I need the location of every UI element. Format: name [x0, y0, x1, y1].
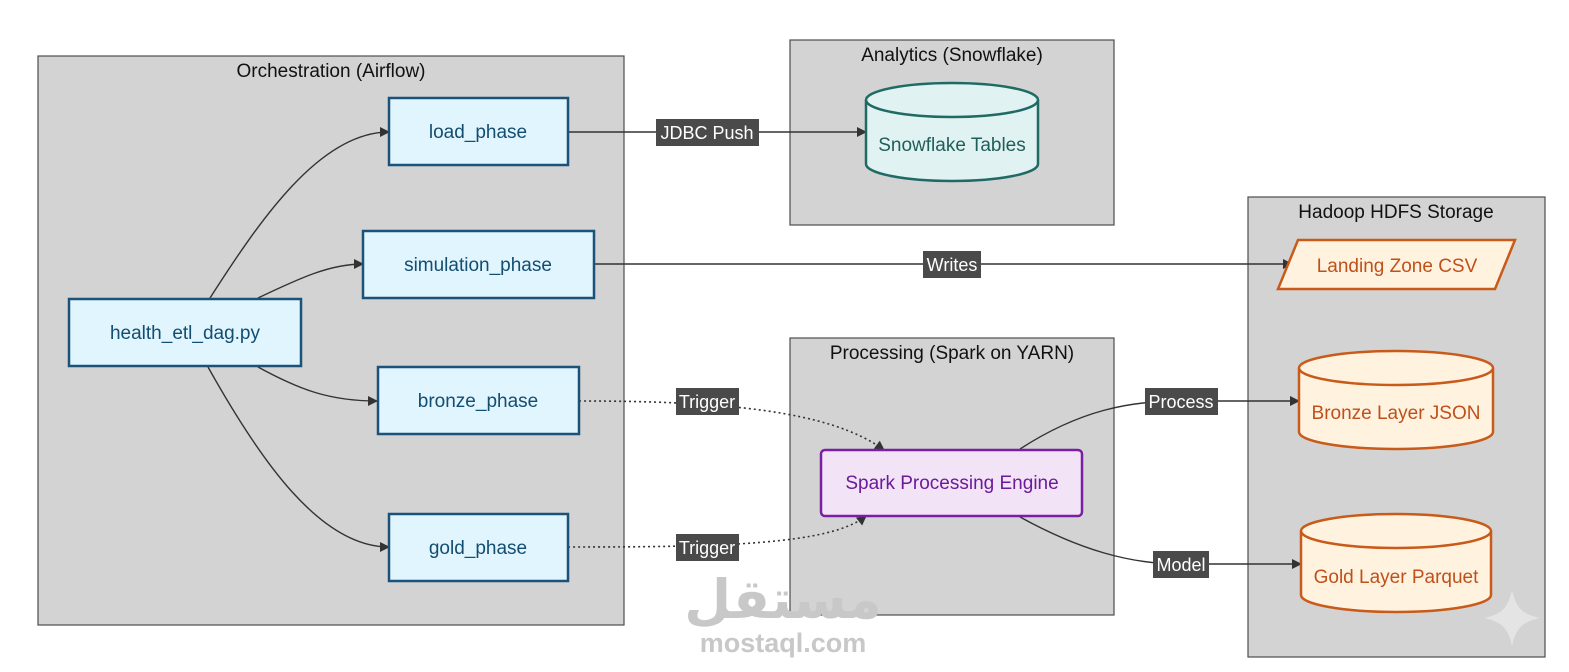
cluster-analytics-title: Analytics (Snowflake)	[861, 45, 1043, 66]
node-gold-layer[interactable]: Gold Layer Parquet	[1299, 512, 1493, 614]
cluster-processing-title: Processing (Spark on YARN)	[830, 343, 1074, 364]
edge-dag-gold	[207, 366, 390, 552]
svg-text:Process: Process	[1148, 392, 1213, 412]
edge-dag-bronze	[257, 366, 378, 406]
svg-text:Trigger: Trigger	[679, 392, 735, 412]
svg-text:Trigger: Trigger	[679, 538, 735, 558]
edge-dag-load	[209, 127, 390, 299]
svg-text:load_phase: load_phase	[429, 122, 527, 143]
node-simulation-phase[interactable]: simulation_phase	[361, 229, 596, 300]
edge-bronze-spark	[578, 400, 885, 451]
node-bronze-phase[interactable]: bronze_phase	[376, 365, 581, 436]
watermark-latin: mostaql.com	[700, 628, 867, 658]
edge-label-jdbc: JDBC Push	[656, 119, 759, 146]
edge-dag-simulation	[257, 259, 364, 299]
edge-gold-spark	[567, 515, 867, 548]
svg-text:Model: Model	[1156, 555, 1205, 575]
watermark-arabic: مستقل	[684, 568, 882, 631]
node-landing-zone[interactable]: Landing Zone CSV	[1276, 238, 1517, 291]
node-load-phase[interactable]: load_phase	[387, 96, 570, 167]
node-bronze-layer[interactable]: Bronze Layer JSON	[1297, 349, 1495, 451]
edge-label-process: Process	[1145, 388, 1218, 415]
edge-label-writes: Writes	[923, 251, 981, 278]
svg-text:health_etl_dag.py: health_etl_dag.py	[110, 323, 261, 344]
sparkle-icon	[1484, 590, 1540, 646]
svg-text:bronze_phase: bronze_phase	[418, 391, 538, 412]
node-snowflake-tables[interactable]: Snowflake Tables	[864, 81, 1040, 183]
svg-text:Gold Layer Parquet: Gold Layer Parquet	[1314, 567, 1479, 588]
svg-text:gold_phase: gold_phase	[429, 538, 527, 559]
node-spark-engine[interactable]: Spark Processing Engine	[819, 448, 1084, 518]
svg-text:Bronze Layer JSON: Bronze Layer JSON	[1312, 403, 1481, 424]
cluster-storage-title: Hadoop HDFS Storage	[1298, 202, 1493, 223]
svg-text:Snowflake Tables: Snowflake Tables	[878, 135, 1026, 156]
edge-label-trigger-bronze: Trigger	[676, 388, 739, 415]
node-gold-phase[interactable]: gold_phase	[387, 512, 570, 583]
svg-text:simulation_phase: simulation_phase	[404, 255, 552, 276]
svg-text:Spark Processing Engine: Spark Processing Engine	[845, 473, 1058, 494]
svg-text:Landing Zone CSV: Landing Zone CSV	[1317, 256, 1478, 277]
svg-text:Writes: Writes	[927, 255, 978, 275]
cluster-orchestration-title: Orchestration (Airflow)	[237, 61, 426, 82]
node-health-etl-dag[interactable]: health_etl_dag.py	[67, 297, 303, 368]
watermark: مستقل mostaql.com	[684, 568, 882, 658]
svg-text:JDBC Push: JDBC Push	[660, 123, 753, 143]
edge-label-model: Model	[1153, 551, 1209, 578]
edge-label-trigger-gold: Trigger	[676, 534, 739, 561]
